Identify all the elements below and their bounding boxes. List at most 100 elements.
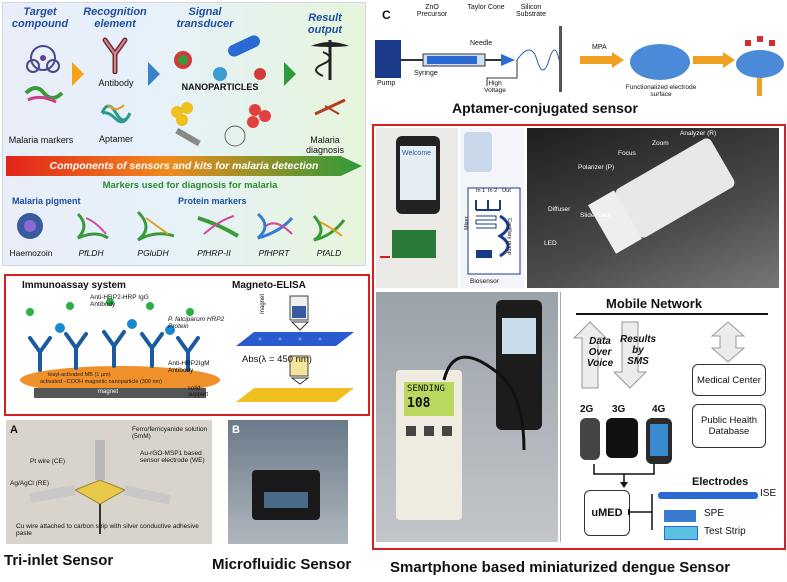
mixer-label: Mixer <box>464 216 470 230</box>
abs-label: Abs(λ = 450 nm) <box>242 354 312 365</box>
phone-2g <box>580 418 600 460</box>
public-health-label: Public Health Database <box>701 415 757 437</box>
taylor-label: Taylor Cone <box>467 4 505 11</box>
3g-label: 3G <box>612 404 626 415</box>
magneto-elisa-diagram <box>236 295 354 402</box>
ferro-label: Ferro/ferricyanide solution (5mM) <box>132 426 208 440</box>
umed-arrows <box>628 494 653 530</box>
in1-label: In 1 <box>476 188 486 194</box>
components-banner: Components of sensors and kits for malar… <box>6 156 362 176</box>
cu-wire-label: Cu wire attached to carbon strip with si… <box>16 523 199 537</box>
tosyl-label: tosyl-activated MB (1 µm) <box>48 372 111 378</box>
cooh-label: activated –COOH magnetic nanoparticle (3… <box>40 379 162 385</box>
network-arrows <box>572 321 746 389</box>
analyzer-label: Analyzer (R) <box>680 130 717 137</box>
test-strip-electrode <box>664 526 698 540</box>
diffuser-label: Diffuser <box>548 206 571 213</box>
marker-label: PfALD <box>316 248 342 258</box>
2g-label: 2G <box>580 404 594 415</box>
marker-label: PfHPRT <box>258 248 290 258</box>
electrodes-title: Electrodes <box>692 476 749 488</box>
markers-title: Markers used for diagnosis for malaria <box>102 180 278 191</box>
mpa-label: MPA <box>592 44 607 51</box>
nanoparticles-icon <box>171 35 271 147</box>
functionalized-label: Functionalized electrode surface <box>625 84 697 98</box>
magneto-title: Magneto-ELISA <box>232 280 306 291</box>
anti-igm-label: Anti-HRP2IgM Antibody <box>168 360 210 374</box>
immunoassay-diagram <box>20 298 220 398</box>
antibody-icon <box>102 37 128 74</box>
chip-photo <box>464 132 492 172</box>
marker-label: PGluDH <box>137 248 169 258</box>
data-over-voice-label: Data Over Voice <box>586 336 614 369</box>
silicon-label: Silicon Substrate <box>516 4 546 18</box>
polarizer-label: Polarizer (P) <box>578 164 615 171</box>
biosensor-label: Biosensor <box>470 278 499 285</box>
marker-label: PfLDH <box>78 248 104 258</box>
nanoparticles-label: NANOPARTICLES <box>181 82 259 92</box>
malaria-markers-label: Malaria markers <box>8 135 74 145</box>
screen-top-text: SENDING <box>407 384 445 394</box>
zoom-label: Zoom <box>652 140 669 147</box>
ag-agcl-label: Ag/AgCl (RE) <box>10 480 50 487</box>
network-line <box>576 313 768 315</box>
protein-structures-icon <box>17 210 346 242</box>
marker-label: PfHRP-II <box>197 248 231 258</box>
marker-label: Haemozoin <box>9 248 53 258</box>
out-label: Out <box>502 188 511 194</box>
solid-support-label: solid support <box>188 386 209 398</box>
red-arrow-icon <box>380 256 390 258</box>
arrow-icon <box>148 62 160 86</box>
nokia-screen <box>502 318 536 354</box>
smartphone-caption: Smartphone based miniaturized dengue Sen… <box>390 559 731 576</box>
slide-rack-label: Slide Rack <box>580 212 612 219</box>
umed-box: uMED <box>584 490 630 536</box>
spe-label: SPE <box>704 508 725 519</box>
device-button[interactable] <box>424 426 434 436</box>
aptamer-icon <box>100 104 132 124</box>
col-target-title: Target compound <box>11 6 69 30</box>
device-screen <box>264 492 308 508</box>
col-signal-title: Signal transducer <box>176 6 234 30</box>
panel-letter-c: C <box>382 8 391 22</box>
in2-label: In 2 <box>488 188 498 194</box>
phone-3g <box>606 418 638 458</box>
pump-label: Pump <box>377 80 396 87</box>
public-health-box: Public Health Database <box>692 404 766 448</box>
immunoassay-title: Immunoassay system <box>22 280 126 291</box>
magnet-small-label: magnet <box>260 293 266 314</box>
umed-label: uMED <box>591 507 623 519</box>
aptamer-title: Aptamer-conjugated sensor <box>452 100 638 116</box>
arrow-icon <box>72 62 84 86</box>
aptamer-label: Aptamer <box>98 134 133 144</box>
tri-inlet-device <box>29 440 172 534</box>
ise-label: ISE <box>760 488 777 499</box>
phone-4g-screen <box>650 424 668 456</box>
medical-center-label: Medical Center <box>697 374 761 386</box>
screen-value: 108 <box>407 396 431 411</box>
high-voltage-label: High Voltage <box>484 80 506 94</box>
pfalc-label: P. falciparum HRP2 Protein <box>168 316 225 330</box>
led-label: LED <box>544 240 557 247</box>
pigment-title: Malaria pigment <box>12 196 81 206</box>
tri-inlet-photo <box>6 420 212 544</box>
medical-center-box: Medical Center <box>692 364 766 396</box>
device-screen: SENDING 108 <box>404 382 454 416</box>
molecule-icon <box>24 45 64 104</box>
test-strip-label: Test Strip <box>704 526 746 537</box>
magnet-label: magnet <box>98 389 119 395</box>
cable-icon <box>442 355 526 451</box>
zno-label: ZnO Precursor <box>416 4 448 18</box>
pt-wire-label: Pt wire (CE) <box>30 458 66 465</box>
col-result-title: Result output <box>307 12 343 36</box>
device-button[interactable] <box>406 426 416 436</box>
electrospinning-diagram <box>375 26 784 96</box>
antibody-label: Antibody <box>98 78 134 88</box>
malaria-diagnosis-label: Malaria diagnosis <box>305 135 345 155</box>
panel-letter-a: A <box>10 424 18 436</box>
arrow-icon <box>284 62 296 86</box>
tri-inlet-caption: Tri-inlet Sensor <box>4 552 114 569</box>
phone-screen <box>400 146 436 200</box>
microfluidic-caption: Microfluidic Sensor <box>212 556 352 573</box>
device-button[interactable] <box>442 426 452 436</box>
